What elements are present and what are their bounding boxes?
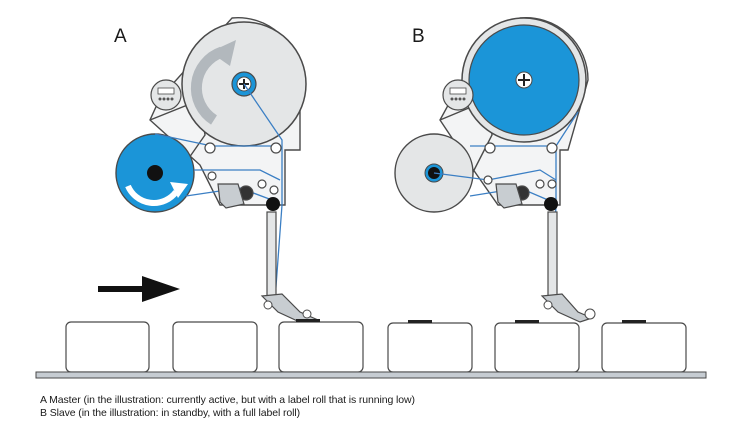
control-panel-a: [150, 79, 182, 111]
caption-slave: B Slave (in the illustration: in standby…: [40, 407, 301, 419]
applicator-column-a: [266, 211, 277, 298]
label-b: B: [412, 26, 425, 47]
box-6: [601, 322, 687, 373]
dispenser-mechanism-b: [495, 183, 523, 209]
labeller-a-master: [115, 17, 320, 325]
rotation-arrow-small-icon: [125, 184, 179, 206]
rollers-a: [204, 142, 282, 201]
arrow-right-icon: [98, 276, 180, 302]
product-boxes: [65, 321, 687, 373]
rollers-b: [483, 142, 558, 201]
labeller-b-slave: [394, 17, 596, 323]
caption-master: A Master (in the illustration: currently…: [40, 394, 415, 406]
box-4: [387, 322, 473, 373]
control-panel-b: [442, 79, 474, 111]
box-1: [65, 321, 150, 373]
applicator-column-b: [547, 211, 558, 298]
rotation-arrow-icon: [190, 46, 225, 125]
box-5: [494, 322, 580, 373]
applied-labels: [296, 319, 646, 323]
label-a: A: [114, 26, 127, 47]
dispenser-mechanism-a: [217, 183, 245, 209]
conveyor-belt: [35, 371, 707, 379]
box-2: [172, 321, 258, 373]
rotation-arrowhead-icon: [210, 40, 236, 66]
box-3: [278, 321, 364, 373]
